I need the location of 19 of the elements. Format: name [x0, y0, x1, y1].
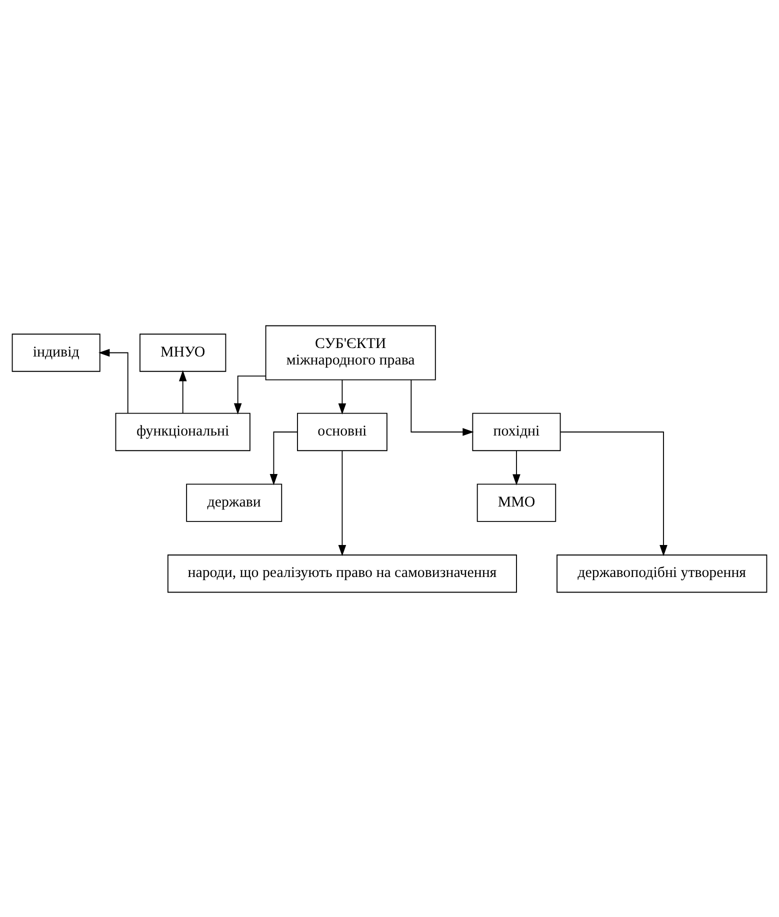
arrow [338, 379, 346, 414]
node-box: основні [297, 412, 388, 451]
node-box: похідні [472, 412, 561, 451]
node-box: індивід [12, 333, 100, 372]
node-box: ММО [476, 483, 556, 522]
arrow [234, 375, 266, 414]
arrow [410, 379, 474, 436]
node-box: держави [186, 483, 282, 522]
arrow [98, 348, 128, 414]
node-box: народи, що реалізують право на самовизначення [167, 554, 517, 592]
node-box: державоподібні утворення [556, 554, 768, 592]
node-box: функціональні [115, 412, 250, 451]
node-box: МНУО [140, 333, 226, 372]
node-box: СУБ'ЄКТИ міжнародного права [265, 324, 436, 380]
arrow [338, 450, 346, 556]
arrow [178, 370, 187, 414]
arrow [270, 431, 298, 485]
arrow [560, 431, 668, 556]
arrow [512, 450, 520, 485]
